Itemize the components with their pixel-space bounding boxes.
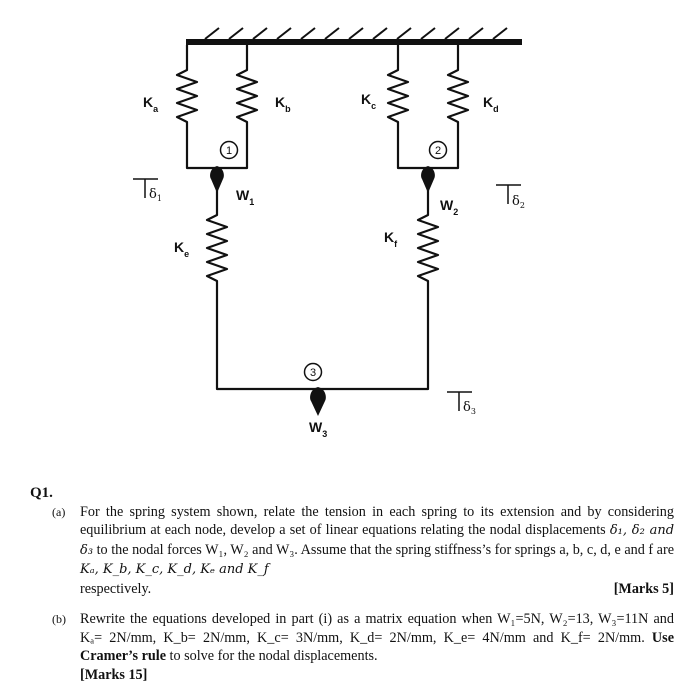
displacement-delta1 [133,178,158,198]
spring-b [217,45,259,170]
label-w3: W3 [309,419,327,439]
question-number: Q1. [30,485,53,501]
part-a-body: For the spring system shown, relate the … [80,503,675,578]
svg-text:1: 1 [226,145,232,157]
label-ke: Ke [174,239,189,259]
spring-system-diagram: 1 2 3 Ka Kb Kc Kd Ke Kf W1 W2 W3 δ1 δ2 δ… [133,27,525,439]
label-w1: W1 [236,187,254,207]
spring-d [428,45,470,170]
displacement-delta2 [496,184,521,204]
weight-arrow-w2 [421,166,435,193]
part-a: (a) For the spring system shown, relate … [52,503,674,599]
part-b-marks: [Marks 15] [80,666,148,683]
label-ka: Ka [143,94,159,114]
part-a-marks: [Marks 5] [613,580,674,597]
spring-e [205,186,318,391]
label-kb: Kb [275,94,291,114]
svg-text:2: 2 [435,145,441,157]
node-1: 1 [219,140,239,160]
part-b-tag: (b) [52,612,66,626]
question-text: Q1. (a) For the spring system shown, rel… [24,484,674,684]
label-w2: W2 [440,197,458,217]
spring-c [386,45,428,170]
label-delta2: δ2 [512,194,525,210]
part-b-body: Rewrite the equations developed in part … [80,611,674,664]
displacement-delta3 [447,391,472,411]
label-delta1: δ1 [149,187,162,203]
part-b: (b) Rewrite the equations developed in p… [52,610,674,684]
part-a-tag: (a) [52,504,66,519]
spring-f [318,186,440,391]
node-2: 2 [428,140,448,160]
label-kc: Kc [361,91,376,111]
label-delta3: δ3 [463,400,476,416]
label-kd: Kd [483,94,499,114]
weight-arrow-w3 [310,387,326,416]
weight-arrow-w1 [210,166,224,193]
part-a-last-line: respectively. [80,580,152,597]
ceiling-support [186,27,522,45]
label-kf: Kf [384,229,398,249]
spring-a [175,45,217,170]
node-3: 3 [303,362,323,382]
svg-text:3: 3 [310,367,316,379]
